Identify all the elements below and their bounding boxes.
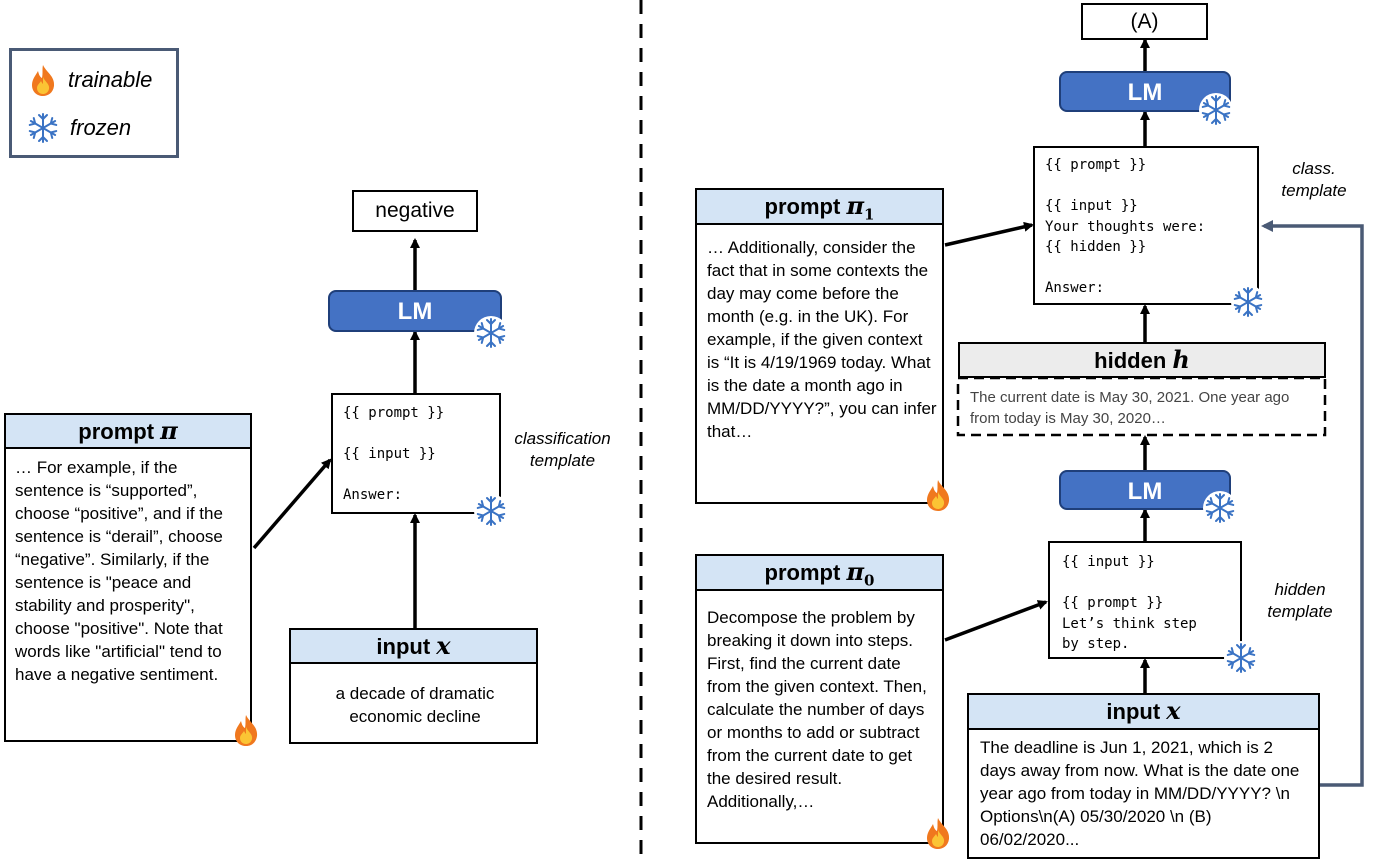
snowflake-icon bbox=[1203, 491, 1237, 525]
arrow-input-to-class-template bbox=[1261, 220, 1364, 787]
classification-template-box: {{ prompt }} {{ input }} Answer: bbox=[331, 393, 501, 514]
fire-icon bbox=[927, 480, 950, 511]
hidden-h-title: hidden bbox=[1094, 348, 1167, 373]
prompt-pi1-header: prompt π1 bbox=[695, 188, 944, 225]
prompt-pi-header: prompt π bbox=[4, 413, 252, 449]
input-x-symbol: x bbox=[436, 631, 451, 660]
snowflake-icon bbox=[1231, 285, 1265, 319]
prompt-pi0-text: Decompose the problem by breaking it dow… bbox=[707, 608, 927, 811]
input-x-header-right: input x bbox=[967, 693, 1320, 730]
class-template-text: {{ prompt }} {{ input }} Your thoughts w… bbox=[1045, 157, 1206, 296]
classification-template-label: classification template bbox=[514, 429, 611, 470]
lm-block-right-bottom: LM bbox=[1059, 470, 1231, 510]
hidden-h-text: The current date is May 30, 2021. One ye… bbox=[970, 389, 1290, 427]
class-template-box: {{ prompt }} {{ input }} Your thoughts w… bbox=[1033, 146, 1259, 305]
prompt-pi1-box bbox=[695, 188, 944, 504]
hidden-template-box: {{ input }} {{ prompt }} Let’s think ste… bbox=[1048, 541, 1242, 659]
prompt-pi-symbol: π bbox=[160, 416, 178, 445]
output-negative-box: negative bbox=[352, 190, 478, 232]
arrow-prompt1-to-class-template bbox=[944, 221, 1034, 247]
snowflake-icon bbox=[474, 316, 508, 350]
hidden-h-header: hidden h bbox=[958, 342, 1326, 378]
input-x-title: input bbox=[376, 634, 431, 659]
input-x-text-right: The deadline is Jun 1, 2021, which is 2 … bbox=[980, 738, 1300, 849]
prompt-pi1-subscript: 1 bbox=[864, 205, 875, 224]
arrow-prompt0-to-hidden-template bbox=[944, 600, 1048, 642]
input-x-title-right: input bbox=[1106, 699, 1161, 724]
prompt-pi0-header: prompt π0 bbox=[695, 554, 944, 591]
hidden-template-label: hidden template bbox=[1267, 580, 1333, 621]
input-x-text-left: a decade of dramatic economic decline bbox=[335, 684, 495, 726]
prompt-pi0-subscript: 0 bbox=[864, 571, 875, 590]
lm-block-left: LM bbox=[328, 290, 502, 332]
snowflake-icon bbox=[474, 494, 508, 528]
prompt-pi0-symbol: π bbox=[846, 557, 865, 586]
prompt-pi-title: prompt bbox=[78, 419, 155, 444]
hidden-h-symbol: h bbox=[1172, 345, 1190, 374]
hidden-output-dashed-border bbox=[956, 376, 1327, 437]
prompt-pi1-symbol: π bbox=[846, 191, 865, 220]
prompt-pi1-title: prompt bbox=[764, 194, 841, 219]
legend: trainable frozen bbox=[9, 48, 179, 158]
prompt-pi1-text: … Additionally, consider the fact that i… bbox=[707, 238, 937, 441]
class-template-label: class. template bbox=[1281, 159, 1347, 200]
prompt-pi0-title: prompt bbox=[764, 560, 841, 585]
hidden-template-text: {{ input }} {{ prompt }} Let’s think ste… bbox=[1062, 554, 1197, 652]
legend-frozen-label: frozen bbox=[70, 115, 132, 140]
classification-template-text: {{ prompt }} {{ input }} Answer: bbox=[343, 405, 445, 503]
prompt-pi-text: … For example, if the sentence is “suppo… bbox=[15, 458, 223, 684]
fire-icon bbox=[235, 715, 258, 746]
snowflake-icon bbox=[1199, 93, 1233, 127]
fire-icon bbox=[32, 65, 55, 96]
fire-icon bbox=[927, 818, 950, 849]
arrow-prompt-to-template-left bbox=[252, 458, 332, 550]
input-x-symbol-right: x bbox=[1166, 696, 1181, 725]
output-a-box: (A) bbox=[1081, 3, 1208, 40]
snowflake-icon bbox=[27, 113, 59, 143]
input-x-header-left: input x bbox=[289, 628, 538, 664]
legend-trainable-label: trainable bbox=[68, 67, 153, 92]
snowflake-icon bbox=[1224, 641, 1258, 675]
